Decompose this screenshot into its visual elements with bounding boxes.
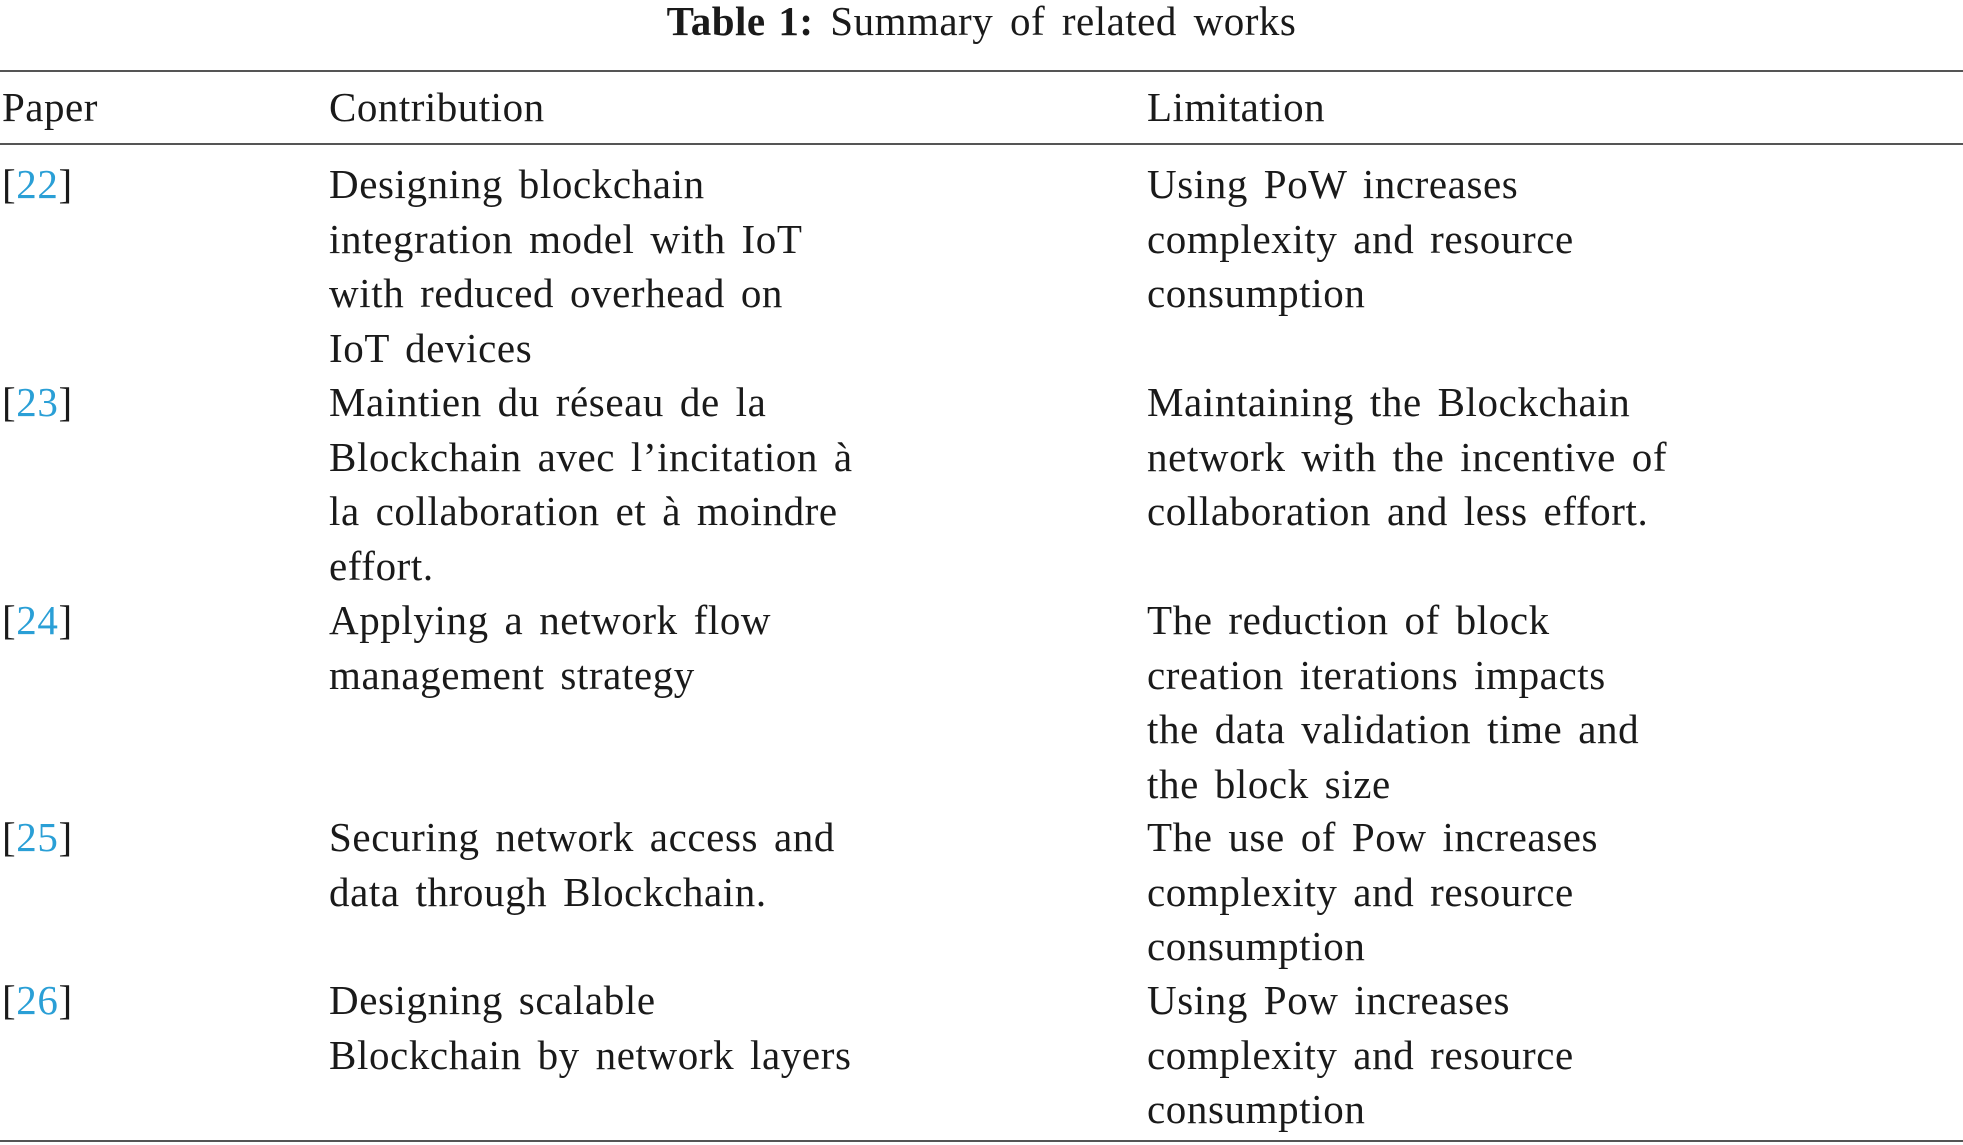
limitation-line: the block size: [1147, 760, 1391, 807]
contribution-line: Blockchain by network layers: [329, 1031, 852, 1078]
limitation-line: consumption: [1147, 270, 1366, 316]
contribution-line: la collaboration et à moindre: [329, 488, 838, 534]
reference-link[interactable]: 25: [16, 814, 59, 860]
limitation-cell: The use of Pow increases complexity and …: [1147, 810, 1787, 974]
limitation-line: the data validation time and: [1147, 706, 1640, 752]
paper-cell: [25]: [2, 814, 73, 860]
contribution-line: management strategy: [329, 651, 695, 698]
paper-cell: [26]: [2, 977, 73, 1023]
paper-cell: [22]: [2, 161, 73, 207]
contribution-cell: Designing blockchain integration model w…: [329, 157, 969, 375]
reference-link[interactable]: 23: [16, 379, 59, 425]
limitation-line: Using PoW increases: [1147, 161, 1519, 207]
limitation-line: collaboration and less effort.: [1147, 488, 1649, 534]
table-caption-label: Table 1:: [666, 0, 814, 44]
table-caption-text: Summary of related works: [830, 0, 1297, 44]
reference-link[interactable]: 24: [16, 597, 59, 643]
paper-cell: [23]: [2, 379, 73, 425]
table-top-rule: [0, 70, 1963, 72]
contribution-line: Applying a network flow: [329, 597, 772, 643]
limitation-line: Maintaining the Blockchain: [1147, 379, 1631, 425]
limitation-line: complexity and resource: [1147, 1031, 1574, 1078]
limitation-line: creation iterations impacts: [1147, 651, 1606, 698]
table-header-rule: [0, 143, 1963, 145]
contribution-cell: Securing network access and data through…: [329, 810, 969, 919]
contribution-line: integration model with IoT: [329, 215, 803, 262]
contribution-line: data through Blockchain.: [329, 868, 767, 915]
table-caption: Table 1: Summary of related works: [0, 0, 1963, 42]
limitation-line: The use of Pow increases: [1147, 814, 1599, 860]
limitation-line: Using Pow increases: [1147, 977, 1511, 1023]
limitation-line: complexity and resource: [1147, 868, 1574, 915]
contribution-cell: Applying a network flow management strat…: [329, 593, 969, 702]
paper-cell: [24]: [2, 597, 73, 643]
contribution-cell: Designing scalable Blockchain by network…: [329, 973, 969, 1082]
reference-link[interactable]: 22: [16, 161, 59, 207]
limitation-line: consumption: [1147, 1086, 1366, 1132]
contribution-line: Designing blockchain: [329, 161, 705, 207]
contribution-line: with reduced overhead on: [329, 270, 784, 316]
contribution-line: Blockchain avec l’incitation à: [329, 433, 853, 480]
contribution-line: IoT devices: [329, 324, 533, 371]
limitation-cell: Using Pow increases complexity and resou…: [1147, 973, 1787, 1137]
limitation-cell: The reduction of block creation iteratio…: [1147, 593, 1787, 811]
contribution-line: Securing network access and: [329, 814, 835, 860]
limitation-line: complexity and resource: [1147, 215, 1574, 262]
contribution-line: Maintien du réseau de la: [329, 379, 767, 425]
limitation-line: The reduction of block: [1147, 597, 1550, 643]
contribution-line: Designing scalable: [329, 977, 656, 1023]
column-header-limitation: Limitation: [1147, 84, 1326, 130]
contribution-line: effort.: [329, 542, 434, 589]
limitation-cell: Maintaining the Blockchain network with …: [1147, 375, 1787, 539]
limitation-cell: Using PoW increases complexity and resou…: [1147, 157, 1787, 321]
column-header-contribution: Contribution: [329, 84, 545, 130]
limitation-line: consumption: [1147, 923, 1366, 969]
column-header-paper: Paper: [2, 84, 98, 130]
limitation-line: network with the incentive of: [1147, 433, 1668, 480]
contribution-cell: Maintien du réseau de la Blockchain avec…: [329, 375, 969, 593]
table-bottom-rule: [0, 1140, 1963, 1142]
reference-link[interactable]: 26: [16, 977, 59, 1023]
